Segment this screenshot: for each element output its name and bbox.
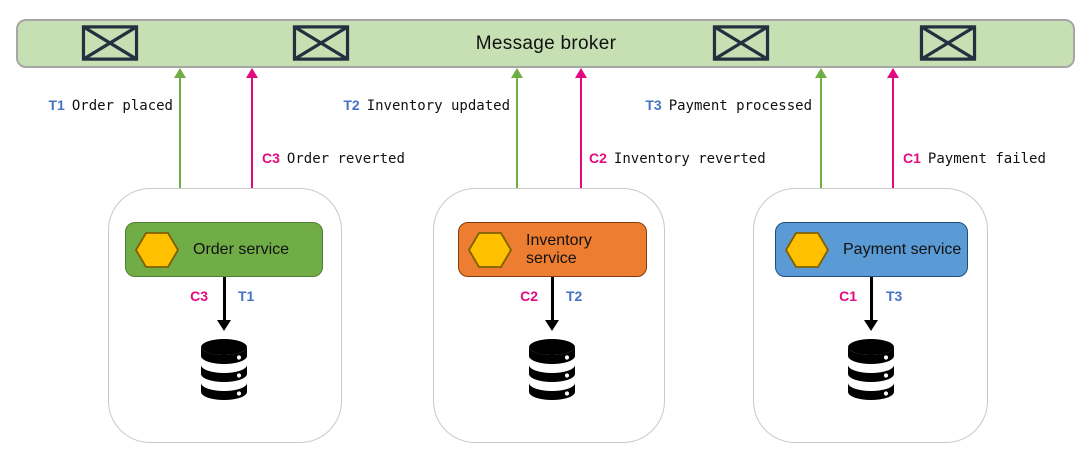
t2-publish-arrow [511, 68, 523, 188]
event-text: Order placed [71, 98, 173, 114]
inventory-commit-label: T2 [566, 288, 583, 304]
order-database-icon [201, 339, 247, 400]
envelope-icon [292, 25, 350, 61]
event-label-c1: C1 Payment failed [903, 150, 1046, 167]
event-id: T1 [48, 97, 65, 113]
hexagon-icon [135, 231, 179, 268]
order-db-arrow [217, 277, 231, 331]
event-label-c2: C2 Inventory reverted [589, 150, 766, 167]
event-id: T3 [645, 97, 662, 113]
c1-publish-arrow [887, 68, 899, 188]
envelope-icon [712, 25, 770, 61]
order-service-box: Order service [125, 222, 323, 277]
payment-db-arrow [864, 277, 878, 331]
event-label-t2: T2 Inventory updated [343, 97, 510, 114]
event-label-t1: T1 Order placed [49, 97, 174, 114]
inventory-compensate-label: C2 [520, 288, 538, 304]
payment-database-icon [848, 339, 894, 400]
event-text: Payment failed [927, 151, 1046, 167]
c2-publish-arrow [575, 68, 587, 188]
t3-publish-arrow [815, 68, 827, 188]
t1-publish-arrow [174, 68, 186, 188]
message-broker-bar [16, 19, 1075, 68]
event-text: Inventory updated [366, 98, 510, 114]
hexagon-icon [785, 231, 829, 268]
event-id: T2 [343, 97, 360, 113]
service-name: Order service [193, 240, 290, 258]
envelope-icon [81, 25, 139, 61]
payment-compensate-label: C1 [839, 288, 857, 304]
inventory-service-box: Inventory service [458, 222, 647, 277]
broker-title: Message broker [475, 32, 617, 54]
payment-service-box: Payment service [775, 222, 968, 277]
order-commit-label: T1 [238, 288, 255, 304]
service-name: Payment service [843, 240, 962, 258]
event-text: Payment processed [668, 98, 812, 114]
event-label-t3: T3 Payment processed [645, 97, 812, 114]
c3-publish-arrow [246, 68, 258, 188]
event-id: C1 [903, 150, 921, 166]
event-text: Inventory reverted [613, 151, 766, 167]
inventory-database-icon [529, 339, 575, 400]
hexagon-icon [468, 231, 512, 268]
inventory-db-arrow [545, 277, 559, 331]
event-id: C2 [589, 150, 607, 166]
envelope-icon [919, 25, 977, 61]
service-name: Inventory service [526, 231, 592, 267]
payment-commit-label: T3 [886, 288, 903, 304]
event-label-c3: C3 Order reverted [262, 150, 405, 167]
event-text: Order reverted [286, 151, 405, 167]
event-id: C3 [262, 150, 280, 166]
order-compensate-label: C3 [190, 288, 208, 304]
